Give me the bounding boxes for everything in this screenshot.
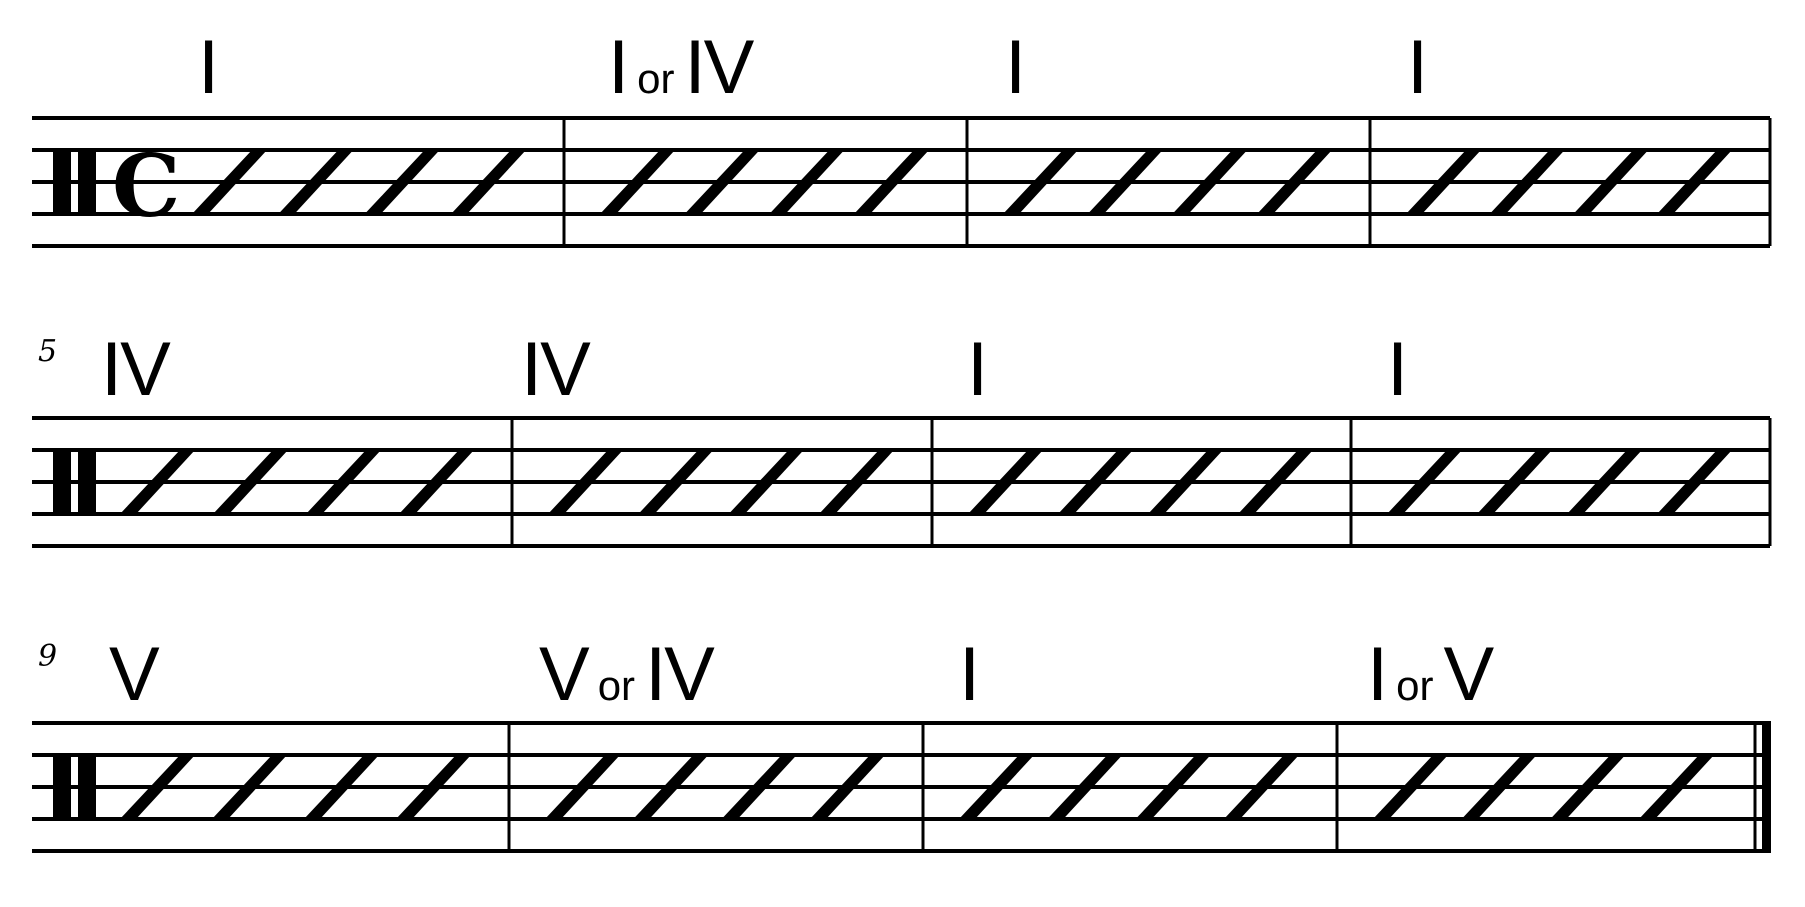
chord-numeral: I [959,632,980,717]
rhythm-slash [1639,755,1714,819]
rhythm-slash [684,150,760,214]
rhythm-slash [1550,755,1626,819]
rhythm-slash [968,450,1043,514]
rhythm-slash [396,755,471,819]
rhythm-slash [1387,450,1462,514]
rhythm-slash [212,755,287,819]
rhythm-slash [854,150,929,214]
rhythm-slash [278,150,354,214]
rhythm-slash [364,150,440,214]
rhythm-slash [120,755,195,819]
chord-numeral: V [1443,632,1494,717]
rhythm-slash [1489,150,1565,214]
rhythm-slash [120,450,195,514]
chord-label: I [967,332,988,408]
chord-label: IV [521,332,591,408]
rhythm-slash [1224,755,1299,819]
percussion-clef-icon [53,450,71,514]
percussion-clef-icon [53,755,71,819]
chord-or-text: or [1396,662,1434,709]
rhythm-slash [1172,150,1248,214]
rhythm-slash [1003,150,1078,214]
chord-numeral: I [1387,327,1408,412]
rhythm-slash [1047,755,1123,819]
rhythm-slash [1573,150,1649,214]
chord-numeral: I [198,25,219,110]
rhythm-slash [304,755,379,819]
chord-label: I [959,637,980,713]
rhythm-slash [721,755,797,819]
measure-number: 5 [38,334,58,369]
chord-numeral: IV [521,327,591,412]
rhythm-slash [1148,450,1223,514]
chord-numeral: IV [101,327,171,412]
rhythm-slash [728,450,804,514]
rhythm-slash [959,755,1034,819]
rhythm-slash [633,755,709,819]
chord-or-text: or [637,55,675,102]
chord-or-text: or [597,662,636,709]
rhythm-slash [1657,450,1732,514]
rhythm-slash [451,150,526,214]
chord-label: I [198,30,219,106]
rhythm-slash [638,450,714,514]
rhythm-slash [600,150,675,214]
chord-numeral: I [608,25,629,110]
common-time-icon: C [112,136,180,237]
percussion-clef-icon [78,450,96,514]
rhythm-slash [1238,450,1313,514]
chord-label: I [1387,332,1408,408]
chord-numeral: I [1367,632,1388,717]
rhythm-slash [1567,450,1642,514]
percussion-clef-icon [78,150,96,214]
rhythm-slash [810,755,885,819]
percussion-clef-icon [78,755,96,819]
chord-label: IV [101,332,171,408]
rhythm-slash [819,450,894,514]
rhythm-slash [1657,150,1732,214]
rhythm-slash [545,755,620,819]
rhythm-slash [192,150,267,214]
rhythm-slash [1477,450,1552,514]
chord-numeral: I [1005,25,1026,110]
percussion-clef-icon [53,150,71,214]
rhythm-slash [548,450,623,514]
chord-numeral: IV [684,25,754,110]
chord-numeral: IV [645,632,715,717]
rhythm-slash [1373,755,1448,819]
chord-label: V [109,637,160,713]
rhythm-slash [1087,150,1163,214]
rhythm-slash [769,150,845,214]
chord-numeral: I [1407,25,1428,110]
rhythm-slash [306,450,381,514]
measure-number: 9 [38,639,58,674]
rhythm-slash [399,450,474,514]
chord-label: I [1005,30,1026,106]
chord-numeral: V [539,632,590,717]
chord-numeral: I [967,327,988,412]
rhythm-slash [1406,150,1481,214]
rhythm-slash [1135,755,1211,819]
rhythm-slash [1058,450,1133,514]
rhythm-slash [1461,755,1537,819]
rhythm-slash [1257,150,1332,214]
chord-label: I [1407,30,1428,106]
rhythm-slash [213,450,288,514]
chord-numeral: V [109,632,160,717]
final-barline-thick [1762,721,1771,853]
